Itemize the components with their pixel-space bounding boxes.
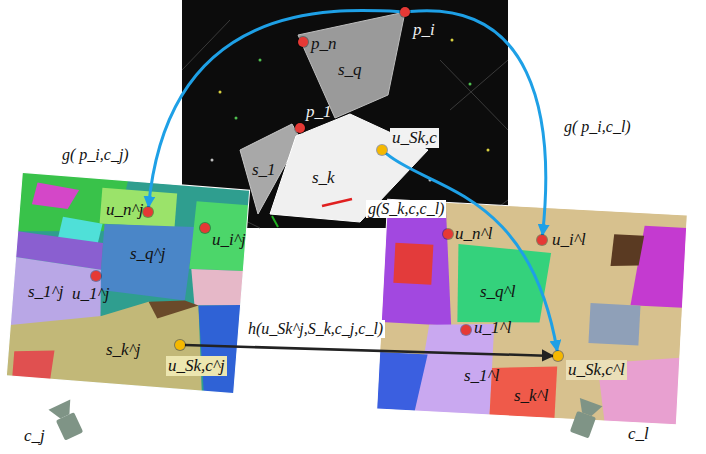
math-label: u_Sk,c^j [166,356,227,376]
math-label: u_1^j [72,284,109,304]
label-holder: u_Sk,c [390,128,439,148]
point-marker: p_n [298,37,308,47]
camera-body [570,411,596,439]
label-holder: p_i [413,20,435,40]
camera-body [56,412,83,440]
point-marker: u_n^l [443,229,453,239]
math-label: s_k [312,168,335,188]
math-label: u_n^l [455,224,492,244]
label-holder: p_1 [306,102,332,122]
camera-icon: c_l [570,396,600,442]
math-label: s_k^l [514,386,549,406]
label-holder: c_l [628,424,649,444]
plane-segment: s_k [310,168,337,188]
edge-label: g( p_i,c_l) [562,118,633,136]
point-marker: p_1 [295,123,305,133]
point-marker: u_1^j [91,271,101,281]
math-label: s_1^j [28,282,64,302]
edge-label: h(u_Sk^j,S_k,c_j,c_l) [246,320,385,338]
camera-glyph [52,398,82,444]
math-label: p_i [413,20,435,40]
math-label: s_q [338,60,362,80]
math-label: g( p_i,c_l) [562,118,633,136]
math-label: s_q^j [130,244,166,264]
label-holder: u_n^j [106,200,143,220]
math-label: s_q^l [480,282,516,302]
label-holder: u_n^l [455,224,492,244]
math-label: u_i^l [552,230,586,250]
label-holder: u_i^j [212,230,246,250]
math-label: u_Sk,c [390,128,439,148]
math-label: s_1 [252,160,276,180]
projection-arrow [149,10,401,207]
math-label: u_i^j [212,230,246,250]
point-marker: u_Sk,c [377,145,387,155]
math-label: u_1^l [474,318,511,338]
point-marker: u_1^l [461,325,471,335]
axis-y [272,216,278,227]
edge-label: g(S_k,c,c_l) [366,200,446,218]
plane-segment: s_1^j [26,282,66,302]
point-marker: u_Sk,c^j [175,340,185,350]
label-holder: c_j [24,426,45,446]
point-marker: u_i^l [537,235,547,245]
label-holder: p_n [311,34,337,54]
segmented-image-left [6,172,249,393]
label-holder: u_1^l [474,318,511,338]
point-marker: u_n^j [143,207,153,217]
math-label: g( p_i,c_j) [60,146,131,164]
label-holder: u_1^j [72,284,109,304]
label-holder: u_i^l [552,230,586,250]
math-label: c_l [628,424,649,444]
projection-arrow [185,345,553,356]
plane-segment: s_1 [250,160,278,180]
label-holder: u_Sk,c^j [166,356,227,376]
point-marker: u_Sk,c^l [553,351,563,361]
segmented-image-right [377,199,688,424]
math-label: c_j [24,426,45,446]
axis-x [322,199,352,206]
plane-segment: s_q^l [478,282,518,302]
plane-segment: s_1^l [462,366,502,386]
math-label: p_1 [306,102,332,122]
math-label: u_Sk,c^l [566,360,627,380]
camera-icon: c_j [52,398,82,444]
projection-arrow [387,154,557,351]
math-label: p_n [311,34,337,54]
camera-glyph [570,396,600,442]
math-label: s_k^j [106,340,141,360]
edge-label: g( p_i,c_j) [60,146,131,164]
plane-segment: s_q^j [128,244,168,264]
math-label: g(S_k,c,c_l) [366,200,446,218]
math-label: u_n^j [106,200,143,220]
point-marker: u_i^j [200,223,210,233]
plane-segment: s_q [336,60,364,80]
label-holder: u_Sk,c^l [566,360,627,380]
math-label: s_1^l [464,366,500,386]
plane-segment: s_k^j [104,340,143,360]
plane-segment: s_k^l [512,386,551,406]
math-label: h(u_Sk^j,S_k,c_j,c_l) [246,320,385,338]
point-marker: p_i [400,7,410,17]
